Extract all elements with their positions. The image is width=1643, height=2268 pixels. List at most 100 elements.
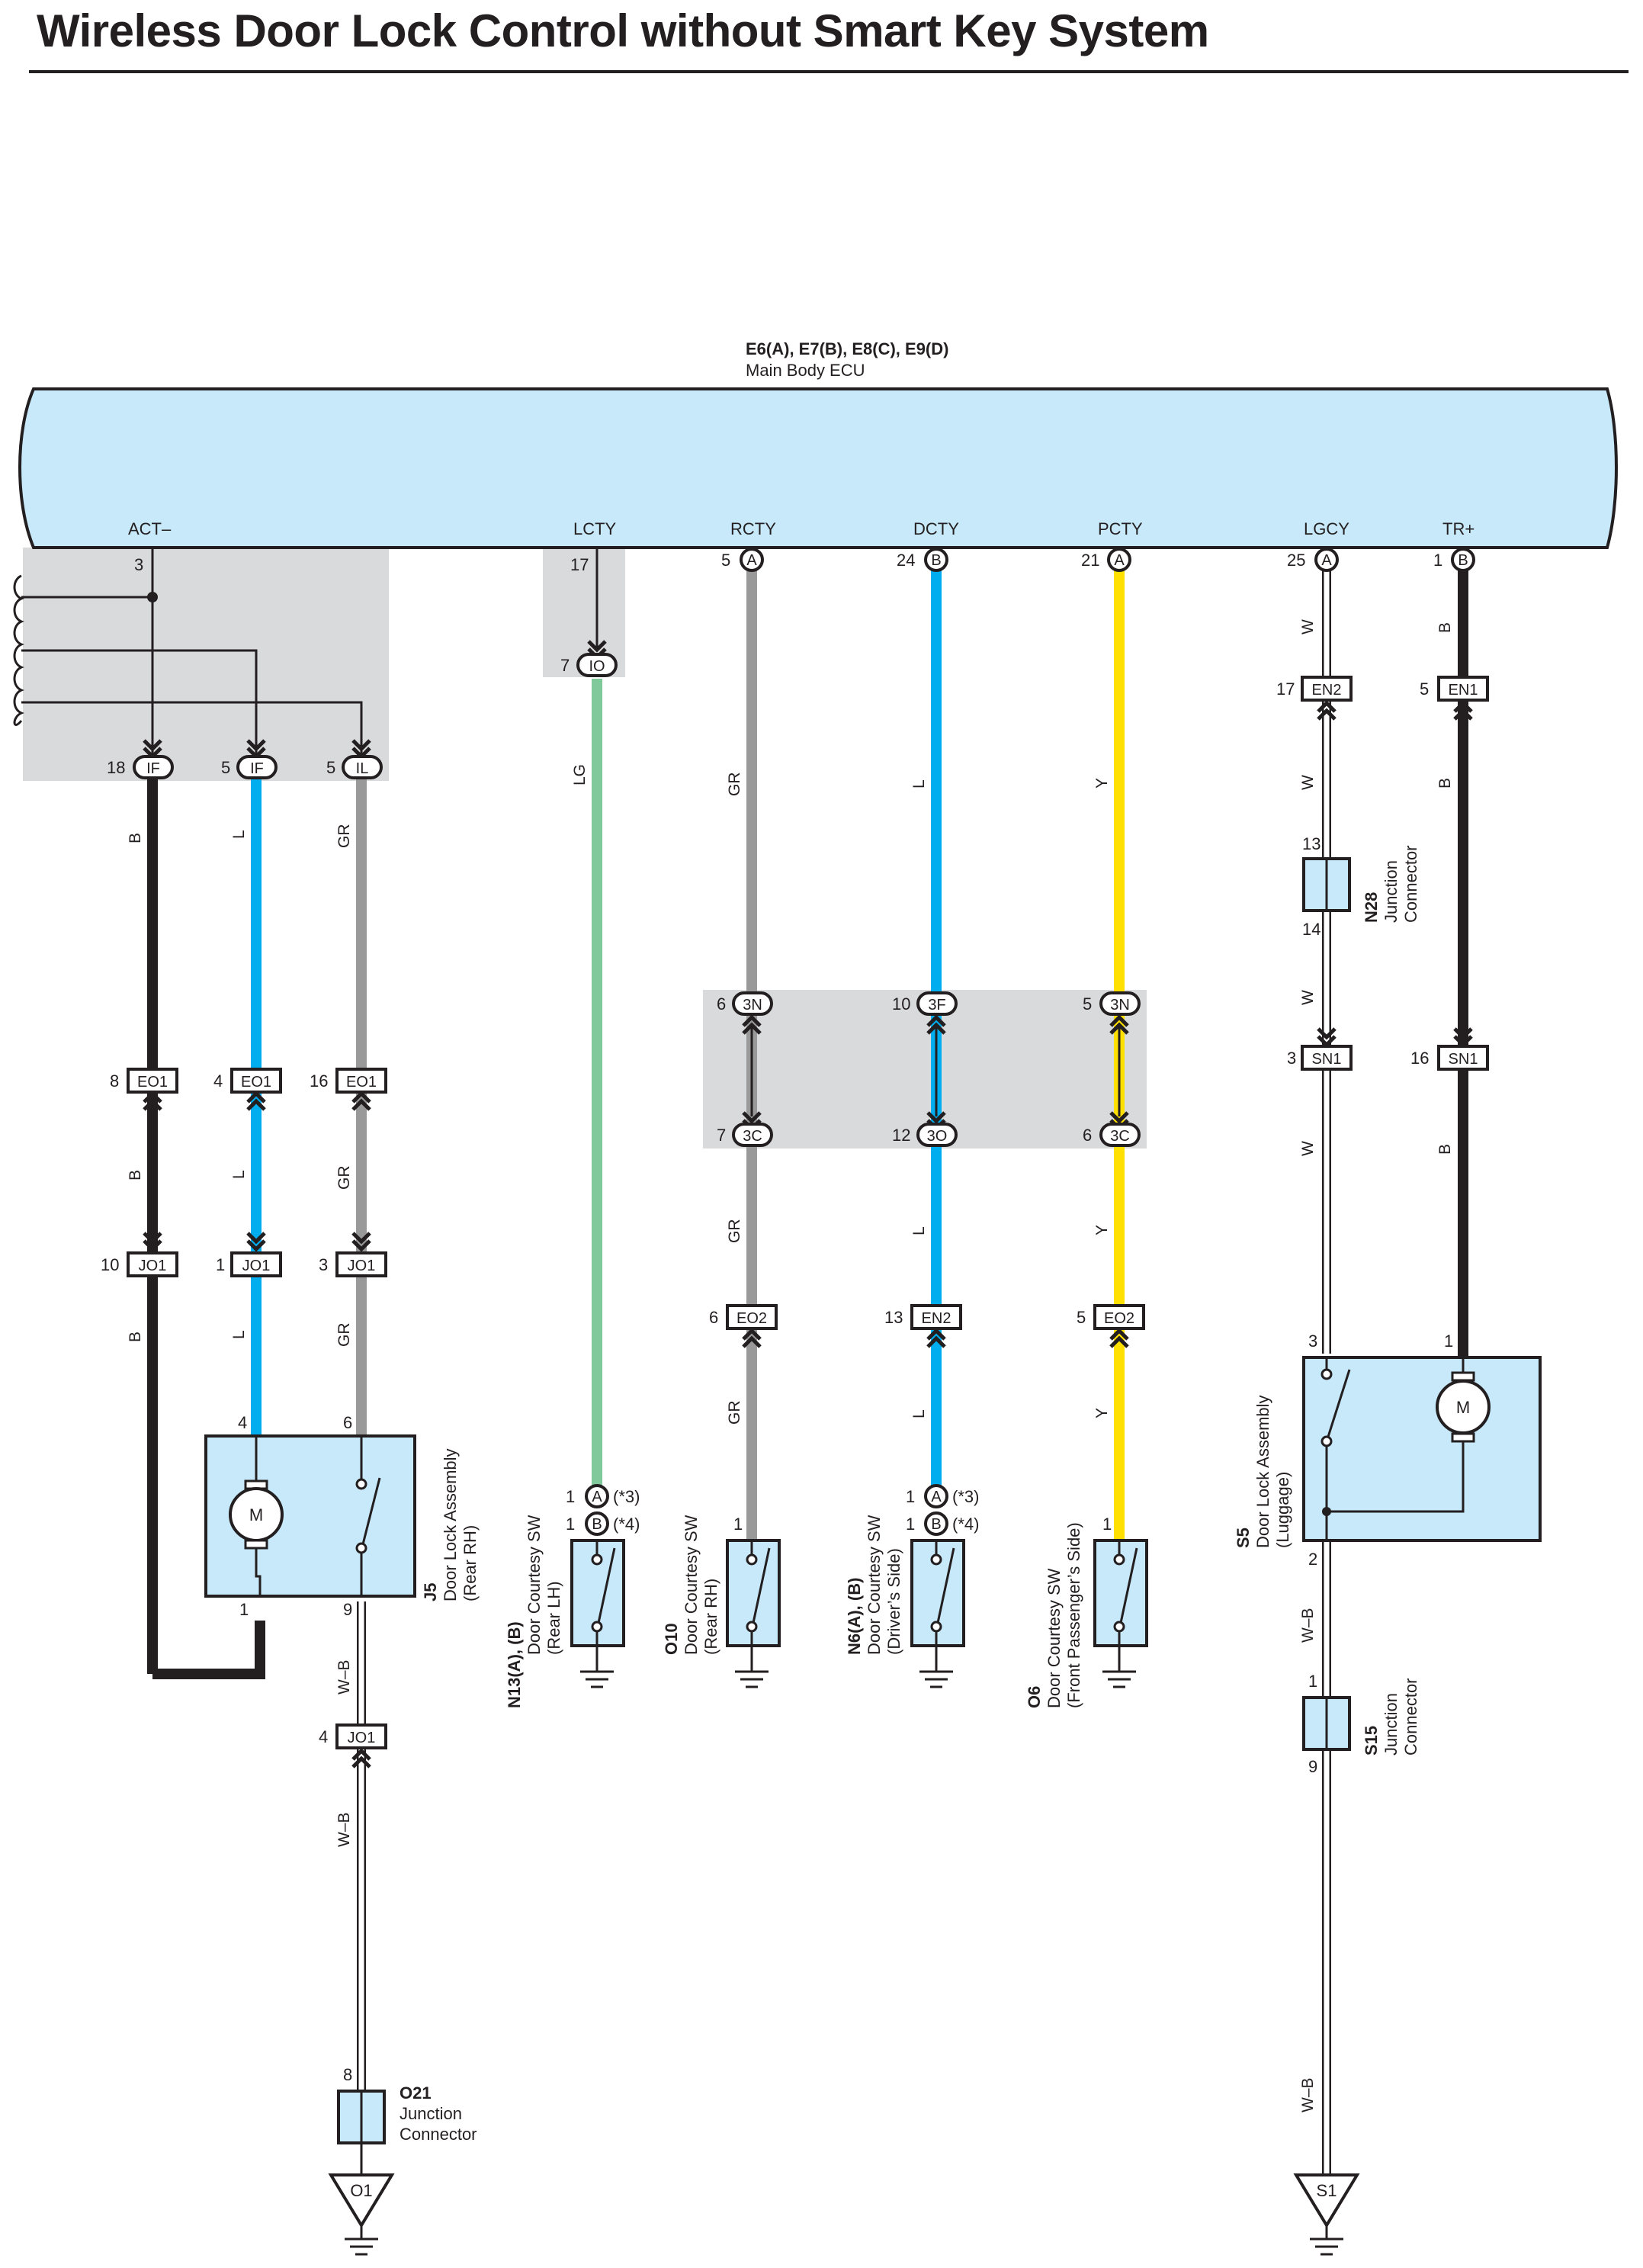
svg-text:16: 16 <box>1410 1049 1429 1068</box>
component-o10: 1 O10 Door Courtesy SW (Rear RH) <box>662 1515 781 1688</box>
svg-text:N28: N28 <box>1362 892 1381 923</box>
component-o21: 8 O21 Junction Connector <box>337 2065 477 2175</box>
svg-text:2: 2 <box>1308 1550 1317 1569</box>
svg-text:EO1: EO1 <box>346 1074 377 1091</box>
svg-text:Junction: Junction <box>1381 1693 1401 1756</box>
svg-text:5: 5 <box>1420 679 1429 699</box>
svg-text:S15: S15 <box>1362 1726 1381 1756</box>
ecu-pin-rcty: A 5 <box>721 548 764 572</box>
svg-text:1: 1 <box>1444 1332 1453 1351</box>
svg-text:Door Lock Assembly: Door Lock Assembly <box>441 1448 460 1601</box>
svg-text:10: 10 <box>101 1255 119 1274</box>
svg-text:1: 1 <box>216 1255 225 1274</box>
svg-text:IF: IF <box>250 760 264 777</box>
connectors: A 5 B 24 A 21 A 25 B 1 IO 7 <box>101 548 1489 1767</box>
connector-sn1-3: SN1 3 <box>1287 1029 1353 1071</box>
svg-text:EO2: EO2 <box>1104 1310 1134 1327</box>
svg-text:4: 4 <box>238 1413 247 1432</box>
svg-text:B: B <box>1436 622 1454 633</box>
ecu-pin-dcty: B 24 <box>897 548 948 572</box>
connector-3n-5: 3N 5 <box>1083 991 1141 1129</box>
svg-text:EN2: EN2 <box>1312 682 1342 699</box>
connector-jo1-1: JO1 1 <box>216 1233 282 1277</box>
shade-center-block <box>703 990 1147 1148</box>
svg-text:Door Courtesy SW: Door Courtesy SW <box>525 1515 544 1655</box>
title-rule <box>29 70 1629 73</box>
svg-text:1: 1 <box>733 1515 743 1534</box>
pin-pcty: 21 <box>1081 551 1099 570</box>
svg-text:18: 18 <box>107 758 125 777</box>
svg-text:A: A <box>592 1489 602 1505</box>
switch-contact <box>1327 1369 1351 1438</box>
svg-text:Y: Y <box>1093 1408 1111 1418</box>
connector-3c-7: 3C 7 <box>717 1123 773 1147</box>
component-s5: M 3 1 2 S5 Door Lock Assembly (Luggage) <box>1234 1332 1542 1569</box>
svg-text:1: 1 <box>1102 1515 1112 1534</box>
connector-eo1-8: EO1 8 <box>110 1068 178 1110</box>
svg-text:3F: 3F <box>928 997 945 1014</box>
svg-text:A: A <box>1114 552 1125 569</box>
svg-text:4: 4 <box>319 1727 328 1746</box>
svg-text:Door Lock Assembly: Door Lock Assembly <box>1253 1395 1272 1548</box>
ecu-code: E6(A), E7(B), E8(C), E9(D) <box>746 339 948 358</box>
svg-text:L: L <box>910 1226 928 1235</box>
svg-text:7: 7 <box>717 1126 726 1145</box>
svg-text:EN1: EN1 <box>1449 682 1478 699</box>
svg-text:3C: 3C <box>743 1128 762 1145</box>
pin-lcty: 17 <box>570 555 589 574</box>
svg-text:A: A <box>1321 552 1332 569</box>
svg-text:5: 5 <box>326 758 335 777</box>
component-n6: A B 1 1 (*3) (*4) N6(A), (B) Door Courte… <box>845 1484 979 1688</box>
connector-il-5: IL 5 <box>326 740 383 779</box>
svg-text:B: B <box>127 833 144 843</box>
svg-text:EO2: EO2 <box>736 1310 767 1327</box>
component-n28: 13 14 N28 Junction Connector <box>1302 834 1420 939</box>
svg-text:1: 1 <box>239 1600 249 1619</box>
svg-text:W–B: W–B <box>1299 1608 1317 1643</box>
connector-eo2-5: EO2 5 <box>1077 1304 1145 1347</box>
svg-text:N6(A), (B): N6(A), (B) <box>845 1578 864 1655</box>
svg-text:W–B: W–B <box>335 1659 353 1695</box>
svg-text:IF: IF <box>146 760 160 777</box>
svg-text:1: 1 <box>566 1487 575 1506</box>
svg-text:13: 13 <box>1302 834 1320 853</box>
svg-text:W–B: W–B <box>1299 2077 1317 2112</box>
svg-text:10: 10 <box>892 994 910 1014</box>
svg-text:JO1: JO1 <box>139 1258 167 1274</box>
svg-text:B: B <box>931 1516 941 1533</box>
svg-text:M: M <box>1456 1398 1470 1417</box>
svg-text:W: W <box>1299 775 1317 790</box>
svg-text:B: B <box>1436 1144 1454 1155</box>
svg-text:Door Courtesy SW: Door Courtesy SW <box>865 1515 884 1655</box>
connector-sn1-16: SN1 16 <box>1410 1029 1489 1071</box>
shield-coil <box>13 574 24 726</box>
svg-text:JO1: JO1 <box>348 1730 376 1746</box>
connector-if-5: IF 5 <box>221 740 278 779</box>
pin-rcty: 5 <box>721 551 730 570</box>
connector-en1-5: EN1 5 <box>1420 676 1489 719</box>
connector-io-7: IO 7 17 <box>560 548 618 677</box>
svg-text:8: 8 <box>110 1071 119 1091</box>
svg-text:Connector: Connector <box>400 2125 477 2144</box>
svg-text:JO1: JO1 <box>348 1258 376 1274</box>
svg-text:(*3): (*3) <box>952 1487 979 1506</box>
act-distribution: 3 <box>13 548 363 757</box>
svg-text:GR: GR <box>726 773 743 797</box>
svg-text:N13(A), (B): N13(A), (B) <box>505 1621 524 1708</box>
svg-text:GR: GR <box>726 1401 743 1425</box>
svg-text:17: 17 <box>1276 679 1295 699</box>
svg-text:16: 16 <box>310 1071 328 1091</box>
connector-if-18: IF 18 <box>107 740 174 779</box>
svg-text:(Driver’s Side): (Driver’s Side) <box>884 1548 903 1655</box>
ecu-terminal-pcty: PCTY <box>1098 519 1143 538</box>
wire-b-return <box>152 1621 265 1679</box>
svg-text:6: 6 <box>709 1308 718 1327</box>
connector-eo2-6: EO2 6 <box>709 1304 778 1347</box>
connector-3c-6: 3C 6 <box>1083 1123 1141 1147</box>
ecu-pin-lgcy: A 25 <box>1287 548 1339 572</box>
ecu-terminal-lcty: LCTY <box>573 519 617 538</box>
svg-text:9: 9 <box>343 1600 352 1619</box>
svg-text:(*3): (*3) <box>613 1487 640 1506</box>
shade-act-block <box>23 548 389 781</box>
svg-text:LG: LG <box>571 764 589 785</box>
